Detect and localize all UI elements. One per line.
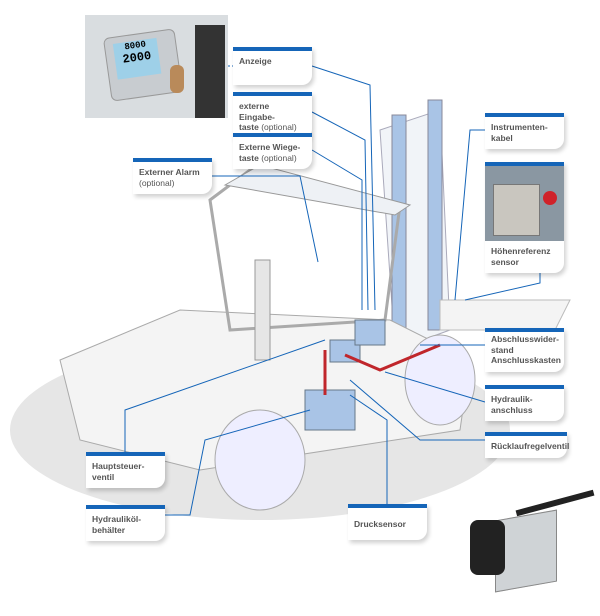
label-ruecklaufregelventil: Rücklaufregelventil (485, 432, 570, 458)
label-text: taste (239, 122, 259, 132)
hydraulic-line (344, 343, 441, 372)
label-text: Drucksensor (354, 519, 406, 529)
label-text: taste (239, 152, 259, 163)
label-text: externe Eingabe- (239, 101, 275, 122)
display-photo: 8000 2000 (85, 15, 228, 118)
label-text: Hydraulik-anschluss (491, 394, 533, 415)
label-text: Höhenreferenz sensor (491, 246, 551, 267)
label-hauptsteuerventil: Hauptsteuer-ventil (86, 452, 165, 488)
label-hoehenreferenz-sensor: Höhenreferenz sensor (485, 162, 564, 273)
label-instrumentenkabel: Instrumenten-kabel (485, 113, 564, 149)
wheel (214, 409, 306, 511)
label-text: Rücklaufregelventil (491, 441, 570, 451)
forks (439, 299, 571, 331)
label-externer-alarm: Externer Alarm(optional) (133, 158, 212, 194)
label-text: Hydrauliköl-behälter (92, 514, 142, 535)
exhaust (254, 259, 271, 361)
label-hydraulikanschluss: Hydraulik-anschluss (485, 385, 564, 421)
sensor-photo (485, 166, 564, 241)
label-text: Externer Alarm (139, 167, 200, 177)
optional-note: (optional) (139, 177, 175, 188)
label-externe-eingabetaste: externe Eingabe-taste (optional) (233, 92, 312, 139)
label-text: Hauptsteuer-ventil (92, 461, 145, 482)
oil-tank (304, 389, 356, 431)
label-text: Instrumenten-kabel (491, 122, 548, 143)
label-anzeige: Anzeige (233, 47, 312, 85)
optional-note: (optional) (261, 152, 297, 163)
hydraulic-valve-photo (455, 480, 595, 610)
label-drucksensor: Drucksensor (348, 504, 427, 540)
optional-note: (optional) (261, 122, 297, 132)
label-abschlusswiderstand: Abschlusswider-stand Anschlusskasten (485, 328, 564, 372)
label-externe-wiegetaste: Externe Wiege-taste (optional) (233, 133, 312, 169)
label-hydraulikoelbehaelter: Hydrauliköl-behälter (86, 505, 165, 541)
label-text: Externe Wiege- (239, 142, 301, 152)
label-text: Anzeige (239, 56, 272, 66)
label-text: Abschlusswider-stand Anschlusskasten (491, 334, 561, 365)
